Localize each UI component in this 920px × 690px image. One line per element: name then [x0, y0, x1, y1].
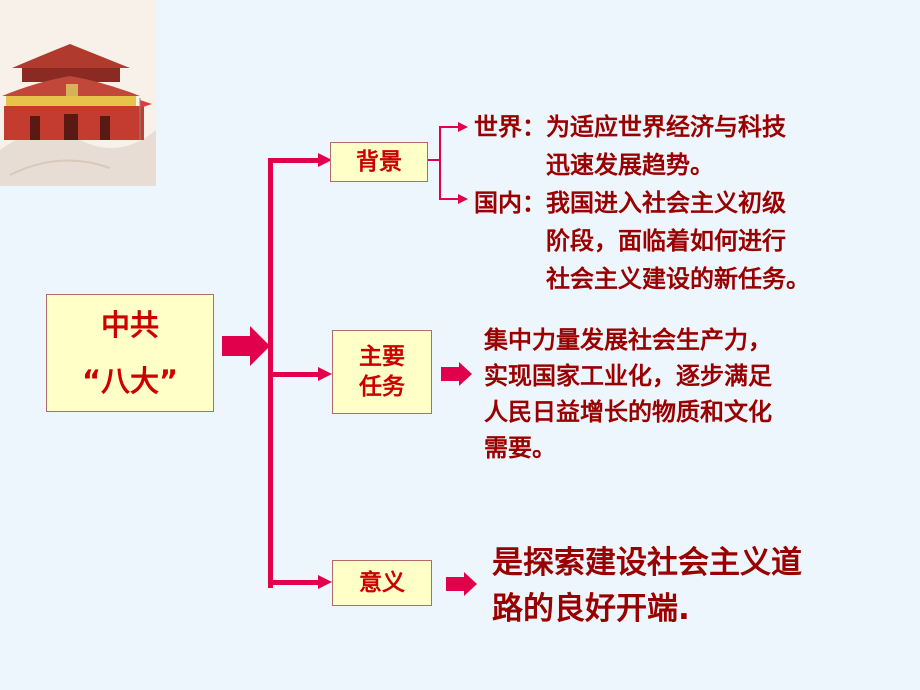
main-task-line-1: 集中力量发展社会生产力， [484, 326, 772, 354]
branch-box-significance: 意义 [332, 560, 432, 606]
background-world-line-1: 为适应世界经济与科技 [546, 113, 786, 141]
significance-line-2: 路的良好开端. [492, 591, 690, 627]
main-task-line-3: 人民日益增长的物质和文化 [484, 398, 772, 426]
main-task-line-2: 实现国家工业化，逐步满足 [484, 362, 772, 390]
background-domestic-item: 国内： 我国进入社会主义初级 阶段，面临着如何进行 社会主义建设的新任务。 [474, 184, 810, 298]
main-topic-line-2: “八大” [81, 364, 179, 398]
branch-box-background: 背景 [330, 142, 428, 182]
significance-line-1: 是探索建设社会主义道 [492, 545, 802, 581]
background-world-label: 世界： [474, 113, 546, 141]
background-domestic-label: 国内： [474, 189, 546, 217]
main-task-line-4: 需要。 [484, 434, 556, 462]
tiananmen-gate-icon [0, 0, 156, 186]
background-domestic-line-2: 阶段，面临着如何进行 [546, 227, 786, 255]
significance-description: 是探索建设社会主义道 路的良好开端. [492, 540, 802, 632]
branch-label-main-task-line-1: 主要 [359, 344, 405, 370]
background-domestic-line-3: 社会主义建设的新任务。 [546, 265, 810, 293]
main-task-description: 集中力量发展社会生产力， 实现国家工业化，逐步满足 人民日益增长的物质和文化 需… [484, 322, 772, 466]
branch-box-main-task: 主要 任务 [332, 330, 432, 414]
branch-label-background: 背景 [356, 149, 402, 175]
branch-label-significance: 意义 [359, 570, 405, 596]
background-world-item: 世界： 为适应世界经济与科技 迅速发展趋势。 [474, 108, 786, 184]
background-domestic-line-1: 我国进入社会主义初级 [546, 189, 786, 217]
background-world-line-2: 迅速发展趋势。 [546, 151, 714, 179]
branch-label-main-task-line-2: 任务 [359, 374, 405, 400]
main-topic-line-1: 中共 [100, 308, 159, 342]
main-topic-box: 中共 “八大” [46, 294, 214, 412]
